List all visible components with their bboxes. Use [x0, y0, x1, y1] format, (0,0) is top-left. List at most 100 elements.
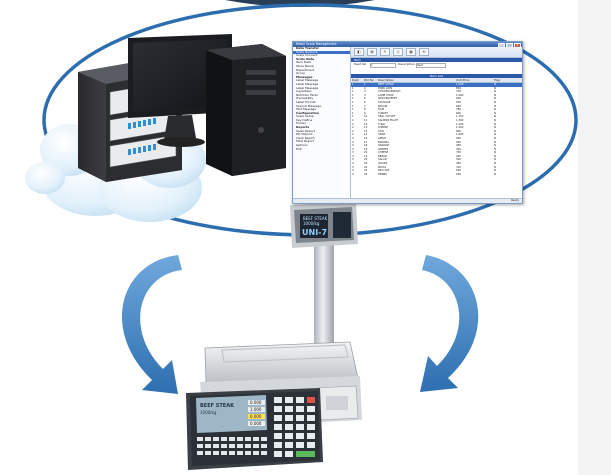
filter-fields: Dept No 1 Description Item — [351, 62, 522, 74]
tree-item[interactable]: Ingredient — [296, 90, 312, 94]
tree-item[interactable]: Clerk Report — [296, 136, 315, 140]
table-cell: CHICKEN BREAST — [378, 90, 401, 94]
tree-item[interactable]: Configuration — [296, 111, 320, 115]
table-cell: N — [494, 133, 496, 137]
tree-item[interactable]: Traceability — [296, 97, 314, 101]
tree-item[interactable]: Sales Report — [296, 129, 315, 133]
table-cell: 640 — [456, 97, 461, 101]
table-cell: N — [494, 144, 496, 148]
tree-item[interactable]: Scale Network — [293, 50, 350, 55]
table-cell: CHEESE — [378, 151, 389, 155]
table-cell: 1 — [352, 104, 354, 108]
toolbar-button[interactable]: ⟲ — [419, 48, 429, 56]
column-header[interactable]: Description — [378, 78, 394, 82]
table-cell: ORANGE — [378, 144, 390, 148]
tree-item[interactable]: Special Message — [296, 104, 321, 108]
field-label: Description — [398, 62, 416, 66]
tree-item[interactable]: Reports — [296, 126, 310, 130]
toolbar-button[interactable]: ✎ — [380, 48, 390, 56]
column-header[interactable]: Unit Price — [456, 78, 470, 82]
tree-item[interactable]: Messages — [296, 75, 313, 79]
table-cell: 1,600 — [456, 133, 464, 137]
tree-item[interactable]: Label Format — [296, 100, 316, 104]
table-cell: 15 — [364, 133, 368, 137]
table-cell: SALMON FILLET — [378, 118, 399, 122]
tree-item[interactable]: Total Report — [296, 140, 314, 144]
column-header[interactable]: PLU No — [364, 78, 374, 82]
svg-text:0.000: 0.000 — [250, 414, 262, 419]
table-cell: 1 — [352, 115, 354, 119]
svg-text:UNI-7: UNI-7 — [302, 228, 327, 237]
tree-item[interactable]: Data Transfer — [296, 47, 319, 50]
table-cell: 3 — [352, 165, 354, 169]
tree-item[interactable]: Printer — [296, 122, 306, 126]
table-cell: 3 — [352, 154, 354, 158]
toolbar-button[interactable]: ▦ — [406, 48, 416, 56]
toolbar-button[interactable]: ⎙ — [393, 48, 403, 56]
dept-field[interactable]: 1 — [370, 63, 396, 69]
table-cell: 690 — [456, 104, 461, 108]
tree-item[interactable]: PLU Report — [296, 133, 313, 137]
table-cell: CRAB — [378, 133, 386, 137]
tree-item[interactable]: Scale Setup — [296, 115, 314, 119]
toolbar-button[interactable]: ◧ — [354, 48, 364, 56]
table-cell: 520 — [456, 169, 461, 173]
tree-item[interactable]: Key Define — [296, 118, 313, 122]
table-cell: BEEF STEAK — [378, 83, 394, 86]
tree-item[interactable]: Text Message — [296, 108, 317, 112]
tree-item[interactable]: Store Name — [296, 64, 314, 68]
table-cell: 3 — [352, 136, 354, 140]
table-cell: N — [494, 147, 496, 151]
toolbar-button[interactable]: ▤ — [367, 48, 377, 56]
table-cell: N — [494, 108, 496, 112]
column-header[interactable]: Dept — [352, 78, 359, 82]
tree-item[interactable]: Group — [296, 72, 306, 76]
table-cell: GROUND BEEF — [378, 97, 398, 101]
tree-item[interactable]: Department — [296, 68, 315, 72]
tree-item[interactable]: Scale Connect — [296, 54, 318, 58]
table-cell: N — [494, 115, 496, 119]
table-cell: 200 — [456, 154, 461, 158]
tree-item[interactable]: Label Message — [296, 82, 319, 86]
description-field[interactable]: Item — [416, 63, 446, 69]
table-cell: N — [494, 169, 496, 173]
tree-item[interactable]: Scale Data — [296, 57, 315, 61]
table-cell: 1 — [364, 83, 366, 86]
tree-item[interactable]: Label Message — [296, 79, 319, 83]
tree-item[interactable]: Nutrition Facts — [296, 93, 318, 97]
column-header[interactable]: Flag — [494, 78, 500, 82]
tree-item[interactable]: Options — [296, 144, 308, 148]
tree-item[interactable]: Exit — [296, 147, 302, 151]
table-cell: 2 — [352, 122, 354, 126]
software-window: Retail Scale Management _ □ x Data Trans… — [292, 41, 523, 204]
tree-item[interactable]: Item Data — [296, 61, 311, 65]
table-cell: 14 — [364, 129, 368, 133]
tree-item[interactable]: Label Message — [296, 86, 319, 90]
